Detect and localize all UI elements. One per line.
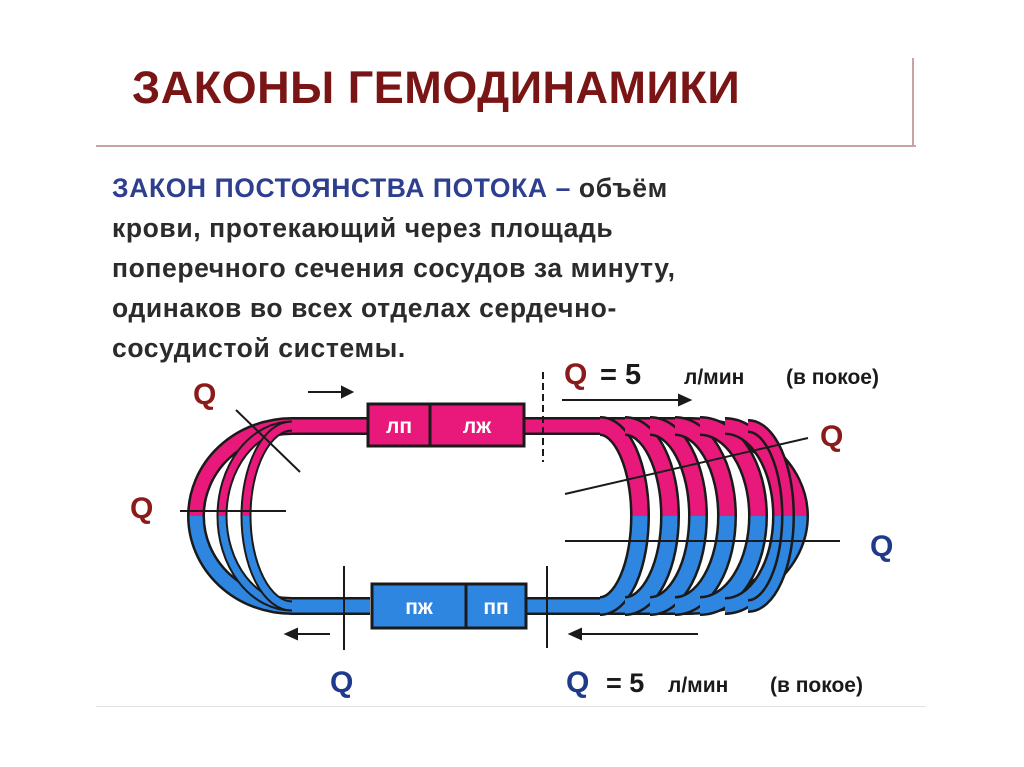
pulmonary-circle <box>187 417 370 615</box>
definition-line-5: сосудистой системы. <box>112 333 406 363</box>
right-ventricle-box <box>370 582 468 630</box>
title-side-line <box>912 58 914 146</box>
heart-top: лп лж <box>366 402 526 448</box>
definition-line-1: ЗАКОН ПОСТОЯНСТВА ПОТОКА – объём <box>112 168 872 208</box>
right-atrium-box <box>464 582 528 630</box>
flow-readout-top: Q = 5 л/мин (в покое) <box>564 358 879 391</box>
arrow-left-icon <box>567 627 582 641</box>
left-ventricle-label: лж <box>463 415 492 438</box>
systemic-circle <box>525 416 809 616</box>
flow-bottom-value: = 5 <box>606 668 644 698</box>
slide-title: ЗАКОНЫ ГЕМОДИНАМИКИ <box>132 62 741 113</box>
definition-line-3: поперечного сечения сосудов за минуту, <box>112 253 676 283</box>
cross-section-lines <box>180 372 840 650</box>
flow-top-unit: л/мин <box>684 366 744 389</box>
definition-line-2: крови, протекающий через площадь <box>112 213 614 243</box>
q-label-flow-top: Q <box>564 358 587 391</box>
q-label-pulmonary-artery: Q <box>330 666 353 699</box>
definition-text: ЗАКОН ПОСТОЯНСТВА ПОТОКА – объём крови, … <box>112 168 872 368</box>
flow-arrows <box>283 385 698 641</box>
right-ventricle-label: пж <box>405 596 434 619</box>
arrow-left-icon <box>283 627 298 641</box>
flow-top-note: (в покое) <box>786 366 879 389</box>
flow-top-value: = 5 <box>600 359 641 391</box>
q-label-pulmonary-mid: Q <box>130 492 153 525</box>
definition-term: ЗАКОН ПОСТОЯНСТВА ПОТОКА <box>112 173 548 203</box>
section-line-top-left <box>235 409 301 473</box>
left-ventricle-box <box>428 402 526 448</box>
heart-bottom: пж пп <box>370 582 528 630</box>
definition-line-1-rest: объём <box>578 173 668 203</box>
pulmonary-capillary-2 <box>240 420 293 612</box>
q-label-flow-bottom: Q <box>566 666 589 699</box>
arrow-right-icon <box>341 385 355 399</box>
definition-dash: – <box>547 173 579 203</box>
flow-bottom-note: (в покое) <box>770 674 863 697</box>
bottom-divider <box>96 706 926 707</box>
definition-line-4: одинаков во всех отделах сердечно- <box>112 293 617 323</box>
arrow-right-icon <box>678 393 693 407</box>
section-line-top-right <box>564 437 809 495</box>
flow-readout-bottom: Q = 5 л/мин (в покое) <box>566 666 863 699</box>
q-label-pulmonary-top: Q <box>193 378 216 411</box>
flow-bottom-unit: л/мин <box>668 674 728 697</box>
title-underline <box>96 145 916 147</box>
pulmonary-outer-vessel-fill <box>189 419 370 613</box>
q-label-systemic-top: Q <box>820 420 843 453</box>
left-atrium-label: лп <box>386 415 412 438</box>
q-label-systemic-mid: Q <box>870 530 893 563</box>
right-atrium-label: пп <box>483 596 508 619</box>
